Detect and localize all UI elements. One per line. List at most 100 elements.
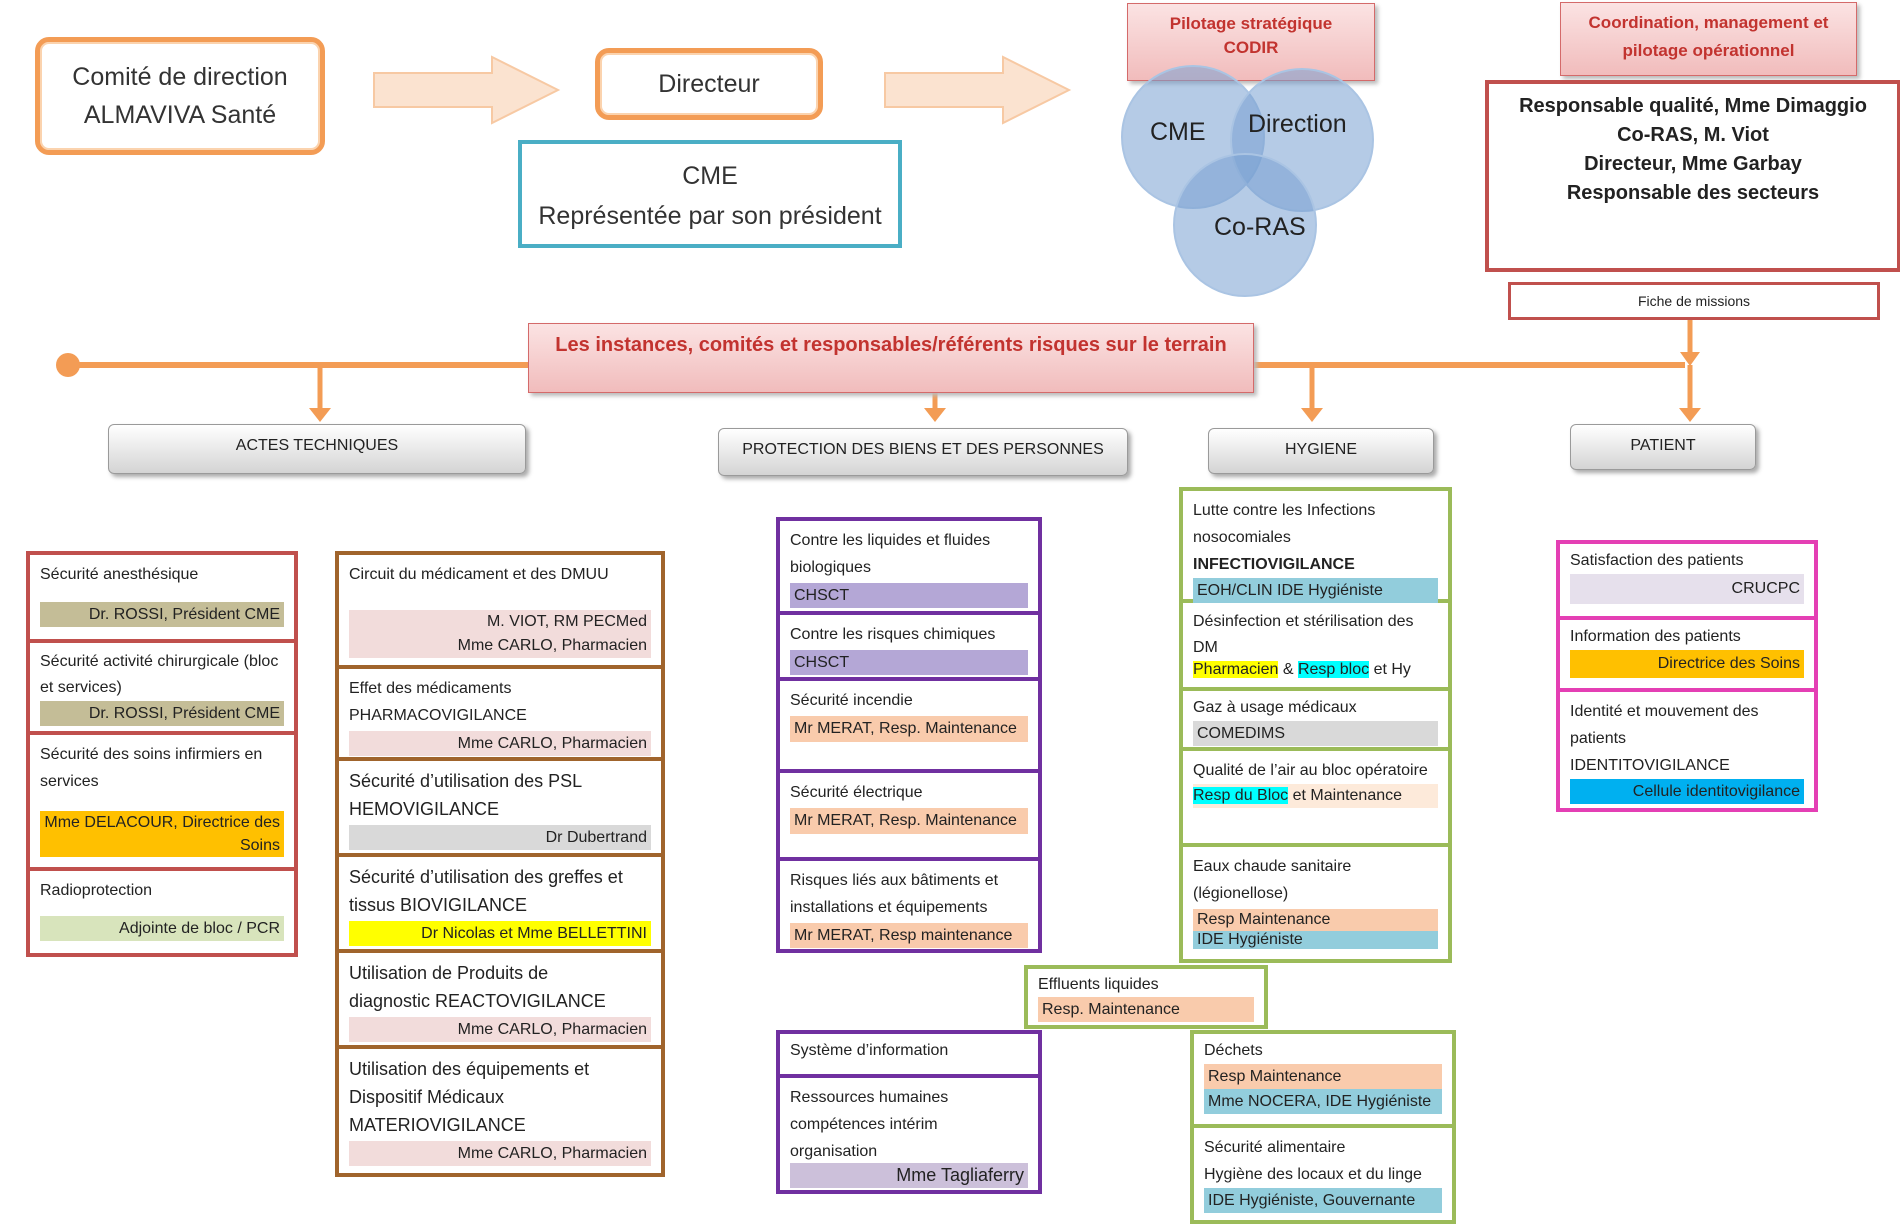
cme-line1: CME <box>682 162 738 190</box>
item-title1: Effet des médicaments <box>349 680 512 697</box>
coordination-line2: pilotage opérationnel <box>1622 41 1795 60</box>
item-title2: PHARMACOVIGILANCE <box>349 707 527 724</box>
item-title1: Sécurité alimentaire <box>1204 1139 1346 1156</box>
venn-coras-circle <box>1173 153 1317 297</box>
responsables-box: Responsable qualité, Mme Dimaggio Co-RAS… <box>1485 80 1900 272</box>
item-responsable: Mme Tagliaferry <box>790 1163 1028 1188</box>
resp-line1: M. VIOT, RM PECMed <box>486 613 647 630</box>
pilotage-line2: CODIR <box>1223 38 1279 57</box>
resp-pharmacien: Pharmacien <box>1193 661 1279 678</box>
item-responsable: Directrice des Soins <box>1570 650 1804 678</box>
item-responsable: COMEDIMS <box>1193 721 1438 746</box>
category-hygiene: HYGIENE <box>1208 428 1434 474</box>
venn-coras-label: Co-RAS <box>1214 213 1306 241</box>
item-liquides-biologiques: Contre les liquides et fluides biologiqu… <box>780 521 1038 615</box>
item-securite-soins: Sécurité des soins infirmiers en service… <box>30 735 294 871</box>
item-responsable: Mr MERAT, Resp. Maintenance <box>790 808 1028 834</box>
fiche-missions-label: Fiche de missions <box>1637 293 1751 309</box>
pilotage-header: Pilotage stratégique CODIR <box>1127 3 1375 81</box>
item-title: Sécurité incendie <box>790 692 913 709</box>
item-title: Sécurité électrique <box>790 784 923 801</box>
item-responsable-1: Resp Maintenance <box>1193 909 1438 931</box>
venn-cme-label: CME <box>1150 118 1206 146</box>
item-title: Gaz à usage médicaux <box>1193 699 1357 716</box>
item-title: Désinfection et stérilisation des DM <box>1193 613 1414 656</box>
item-title: Qualité de l’air au bloc opératoire <box>1193 762 1428 779</box>
item-securite-electrique: Sécurité électrique Mr MERAT, Resp. Main… <box>780 773 1038 861</box>
item-identitovigilance: Identité et mouvement des patients IDENT… <box>1560 692 1814 808</box>
item-responsable: Mr MERAT, Resp. Maintenance <box>790 716 1028 742</box>
col-actes-vigilances: Circuit du médicament et des DMUU M. VIO… <box>335 551 665 1177</box>
item-title: Système d’information <box>790 1042 949 1059</box>
coordination-header: Coordination, management et pilotage opé… <box>1560 2 1857 76</box>
item-securite-chirurgicale: Sécurité activité chirurgicale (bloc et … <box>30 643 294 735</box>
item-responsables: Pharmacien & Resp bloc et Hy <box>1193 659 1438 681</box>
item-systeme-information: Système d’information <box>780 1034 1038 1078</box>
item-title3: MATERIOVIGILANCE <box>349 1115 526 1135</box>
item-title: Contre les risques chimiques <box>790 626 996 643</box>
item-hemovigilance: Sécurité d’utilisation des PSL HEMOVIGIL… <box>339 761 661 857</box>
directeur-label: Directeur <box>658 70 760 98</box>
item-responsable-1: Resp Maintenance <box>1204 1064 1442 1089</box>
resp-bloc: Resp du Bloc <box>1193 787 1289 804</box>
item-title1: Utilisation des équipements et <box>349 1059 590 1079</box>
item-title2: IDENTITOVIGILANCE <box>1570 757 1730 774</box>
item-responsable: CRUCPC <box>1570 574 1804 604</box>
item-securite-alimentaire: Sécurité alimentaire Hygiène des locaux … <box>1194 1128 1452 1220</box>
item-responsable-2: IDE Hygiéniste <box>1193 931 1438 949</box>
item-desinfection: Désinfection et stérilisation des DM Pha… <box>1183 603 1448 691</box>
item-risques-chimiques: Contre les risques chimiques CHSCT <box>780 615 1038 681</box>
item-responsable: IDE Hygiéniste, Gouvernante <box>1204 1188 1442 1213</box>
item-title: Sécurité activité chirurgicale (bloc et … <box>40 653 279 696</box>
item-responsable: CHSCT <box>790 583 1028 608</box>
item-securite-incendie: Sécurité incendie Mr MERAT, Resp. Mainte… <box>780 681 1038 773</box>
item-title2: Dispositif Médicaux <box>349 1087 505 1107</box>
item-title2: HEMOVIGILANCE <box>349 799 500 819</box>
item-title: Effluents liquides <box>1038 976 1159 993</box>
arrow-right-1 <box>373 55 561 125</box>
cme-line2: Représentée par son président <box>538 202 882 230</box>
item-gaz-medicaux: Gaz à usage médicaux COMEDIMS <box>1183 691 1448 751</box>
instances-banner-text: Les instances, comités et responsables/r… <box>555 334 1227 356</box>
category-patient-label: PATIENT <box>1630 437 1696 454</box>
fiche-missions-box: Fiche de missions <box>1508 282 1880 320</box>
item-responsables: M. VIOT, RM PECMed Mme CARLO, Pharmacien <box>349 610 651 658</box>
resp-ampersand: & <box>1282 661 1294 678</box>
comite-direction-box: Comité de direction ALMAVIVA Santé <box>35 37 325 155</box>
item-responsable: Dr Nicolas et Mme BELLETTINI <box>349 921 651 946</box>
item-responsable: Dr. ROSSI, Président CME <box>40 602 284 627</box>
item-responsable: Dr. ROSSI, Président CME <box>40 701 284 726</box>
item-circuit-medicament: Circuit du médicament et des DMUU M. VIO… <box>339 555 661 669</box>
category-protection: PROTECTION DES BIENS ET DES PERSONNES <box>718 428 1128 476</box>
item-title: Sécurité anesthésique <box>40 566 199 583</box>
item-responsable: Mr MERAT, Resp maintenance <box>790 923 1028 948</box>
co-ras: Co-RAS, M. Viot <box>1617 124 1769 146</box>
item-responsable: Dr Dubertrand <box>349 825 651 850</box>
item-information: Information des patients Directrice des … <box>1560 620 1814 692</box>
item-title: Eaux chaude sanitaire (légionellose) <box>1193 858 1352 902</box>
item-responsable: Mme DELACOUR, Directrice des Soins <box>40 811 284 857</box>
responsable-secteurs: Responsable des secteurs <box>1566 182 1820 204</box>
item-qualite-air: Qualité de l’air au bloc opératoire Resp… <box>1183 751 1448 847</box>
item-title: Radioprotection <box>40 882 153 899</box>
item-responsable: Cellule identitovigilance <box>1570 779 1804 804</box>
item-responsable: Mme CARLO, Pharmacien <box>349 1017 651 1042</box>
item-title1: Utilisation de Produits de <box>349 963 549 983</box>
pilotage-line1: Pilotage stratégique <box>1169 14 1333 33</box>
item-responsable: Resp. Maintenance <box>1038 997 1254 1022</box>
item-title: Risques liés aux bâtiments et installati… <box>790 872 999 916</box>
item-materiovigilance: Utilisation des équipements et Dispositi… <box>339 1049 661 1173</box>
item-title2: Hygiène des locaux et du linge <box>1204 1166 1422 1183</box>
item-title: Identité et mouvement des patients <box>1570 703 1759 747</box>
item-dechets: Déchets Resp Maintenance Mme NOCERA, IDE… <box>1194 1034 1452 1128</box>
item-eau-chaude: Eaux chaude sanitaire (légionellose) Res… <box>1183 847 1448 959</box>
item-title2: tissus BIOVIGILANCE <box>349 895 528 915</box>
item-responsables: Resp du Bloc et Maintenance <box>1193 784 1438 808</box>
item-responsable-2: Mme NOCERA, IDE Hygiéniste <box>1204 1089 1442 1114</box>
col-effluents: Effluents liquides Resp. Maintenance <box>1024 965 1268 1029</box>
item-pharmacovigilance: Effet des médicaments PHARMACOVIGILANCE … <box>339 669 661 761</box>
item-title: Satisfaction des patients <box>1570 552 1744 569</box>
col-hygiene-b: Déchets Resp Maintenance Mme NOCERA, IDE… <box>1190 1030 1456 1224</box>
item-title: Circuit du médicament et des DMUU <box>349 566 609 583</box>
col-patient: Satisfaction des patients CRUCPC Informa… <box>1556 540 1818 812</box>
